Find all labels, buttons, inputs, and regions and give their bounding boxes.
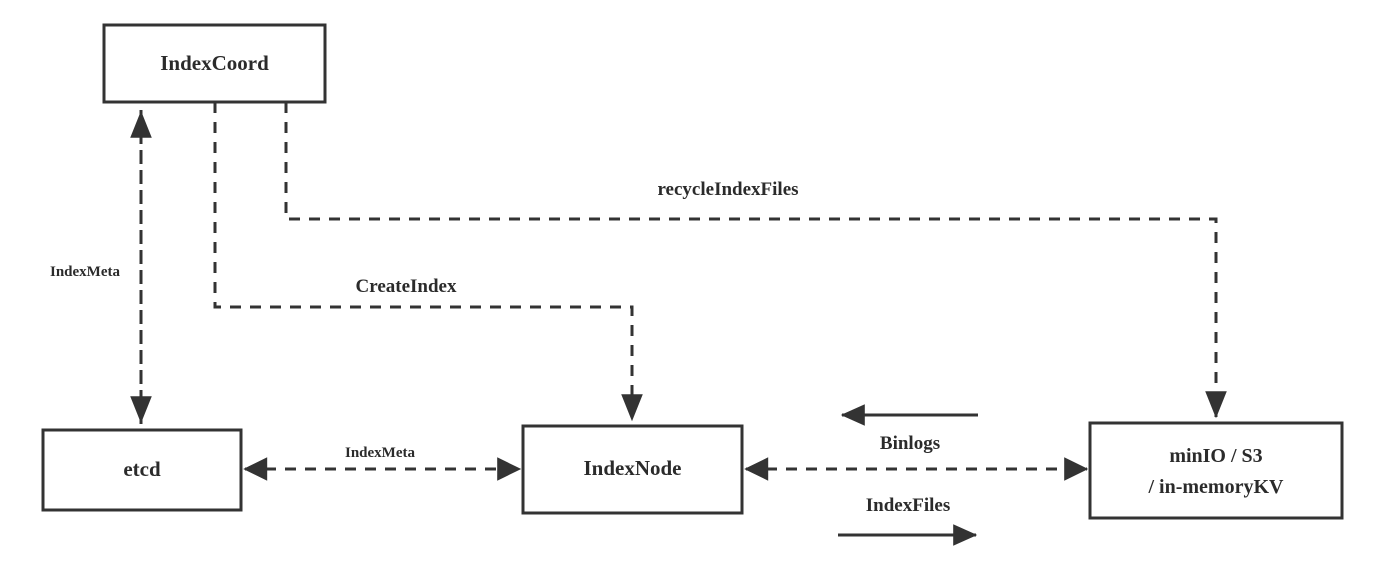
- node-indexcoord[interactable]: IndexCoord: [102, 23, 327, 104]
- edge-label-indexmeta-etcd-indexnode: IndexMeta: [345, 445, 415, 461]
- node-box-etcd[interactable]: [41, 428, 243, 512]
- node-label-indexcoord: IndexCoord: [160, 51, 269, 75]
- edge-indexmeta-etcd-indexnode: IndexMeta: [243, 445, 522, 481]
- edge-binlogs: Binlogs: [840, 404, 978, 454]
- edge-label-recycleindexfiles: recycleIndexFiles: [657, 179, 798, 200]
- node-label-etcd: etcd: [123, 457, 161, 481]
- node-label-minio-line2: / in-memoryKV: [1148, 476, 1285, 498]
- node-box-indexnode[interactable]: [521, 424, 744, 515]
- edge-line-createindex: [213, 102, 643, 422]
- node-indexnode[interactable]: IndexNode: [521, 424, 744, 515]
- edge-indexfiles: IndexFiles: [838, 495, 978, 546]
- node-etcd[interactable]: etcd: [41, 428, 243, 512]
- node-box-indexcoord[interactable]: [102, 23, 327, 104]
- edge-label-indexmeta-coord-etcd: IndexMeta: [50, 264, 120, 280]
- edge-indexmeta-coord-etcd: IndexMeta: [50, 110, 152, 424]
- edge-label-indexfiles: IndexFiles: [866, 495, 950, 516]
- node-label-minio-line1: minIO / S3: [1169, 445, 1262, 467]
- edge-createindex: CreateIndex: [213, 102, 643, 422]
- edge-line-recycleindexfiles: [284, 102, 1227, 419]
- edge-label-createindex: CreateIndex: [356, 276, 457, 297]
- edge-recycleindexfiles: recycleIndexFiles: [284, 102, 1227, 419]
- node-box-minio[interactable]: [1088, 421, 1344, 520]
- node-minio[interactable]: minIO / S3 / in-memoryKV: [1088, 421, 1344, 520]
- edge-label-binlogs: Binlogs: [880, 433, 940, 454]
- node-label-indexnode: IndexNode: [583, 456, 681, 480]
